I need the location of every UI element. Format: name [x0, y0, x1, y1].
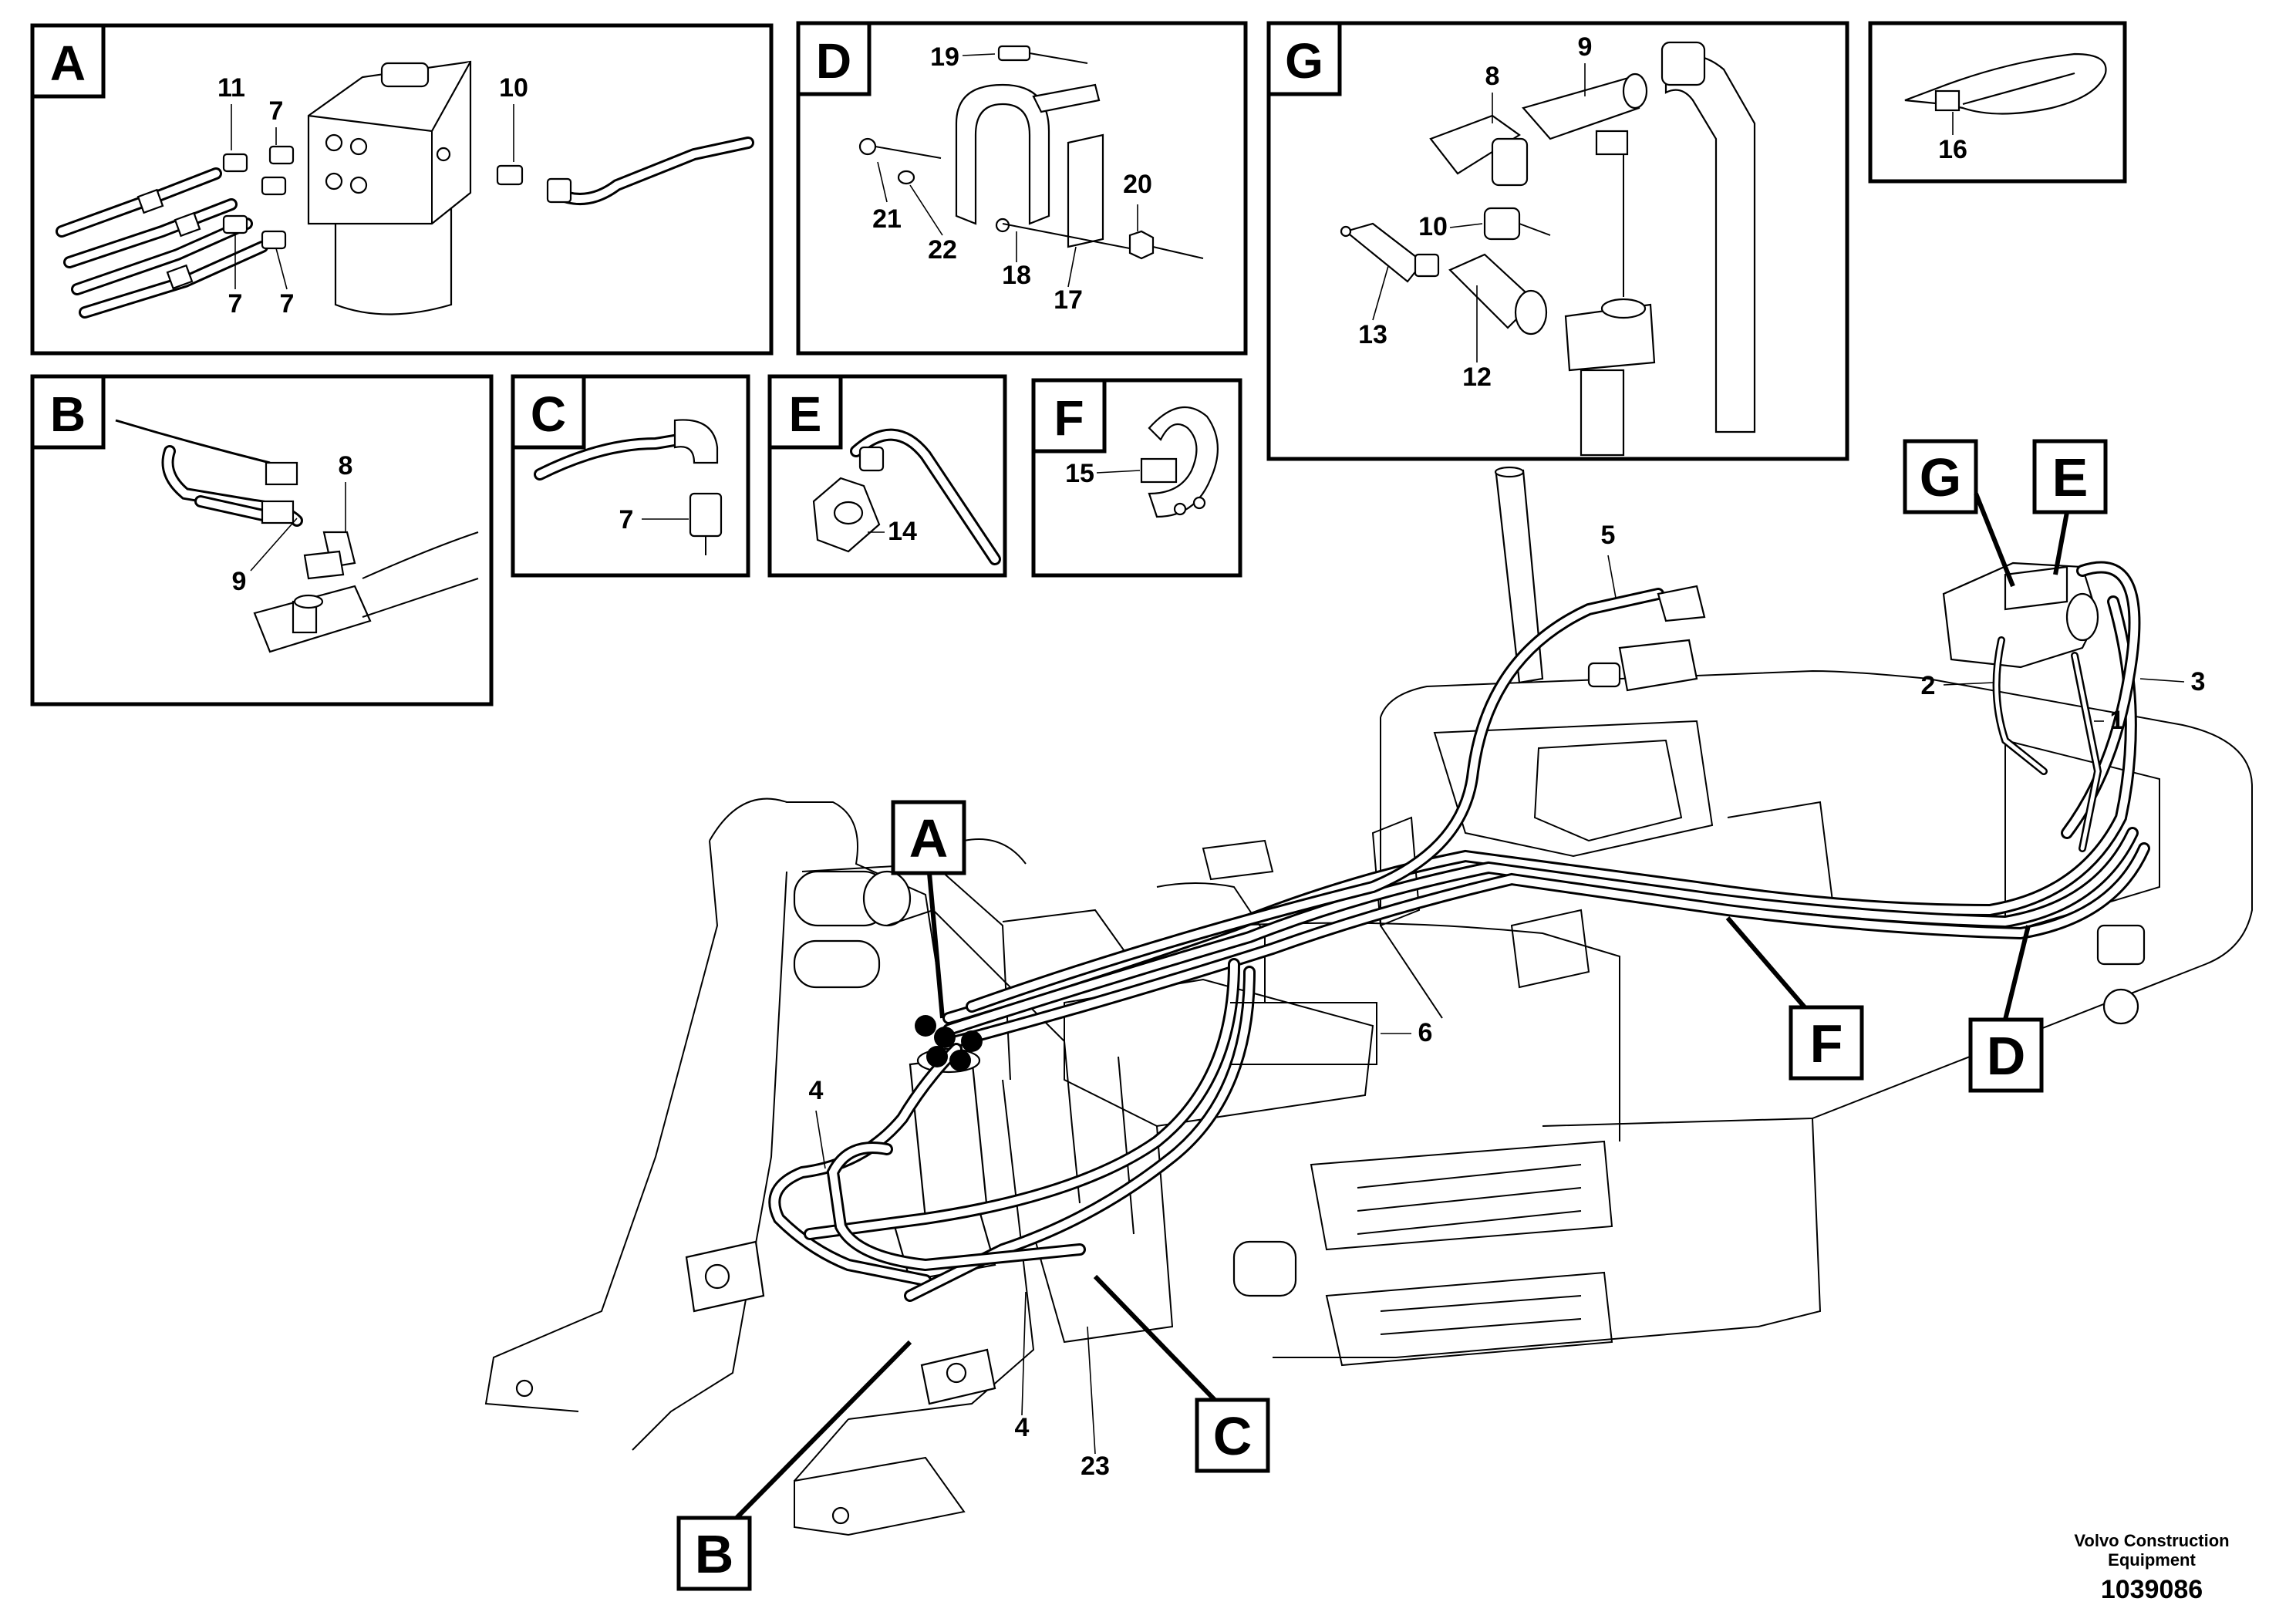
- callout-c: C: [1093, 1274, 1270, 1473]
- callout-d: D: [1968, 925, 2044, 1093]
- detail-panel-c: C 7: [511, 374, 750, 578]
- steering-valve-main: [1942, 561, 2099, 669]
- label: 8: [339, 451, 353, 481]
- label: 18: [1002, 261, 1031, 290]
- detail-panel-e: E 14: [767, 374, 1007, 578]
- label: 9: [1578, 32, 1593, 62]
- cable-tie: [1904, 52, 2107, 115]
- label: 7: [228, 289, 243, 319]
- callout-f-letter: F: [1810, 1013, 1843, 1074]
- panel-b-letter: B: [50, 386, 86, 442]
- label: 9: [232, 567, 247, 596]
- label: 23: [1081, 1452, 1110, 1481]
- panel-a-hoses: [56, 137, 754, 319]
- callout-g-letter: G: [1920, 447, 1961, 508]
- panel-e-letter: E: [789, 386, 822, 442]
- label: 14: [888, 517, 917, 546]
- panel-c-letter: C: [531, 386, 566, 442]
- label: 3: [2191, 667, 2206, 696]
- callout-a-letter: A: [909, 808, 949, 868]
- label: 4: [1015, 1413, 1030, 1442]
- panel-g-letter: G: [1285, 33, 1323, 89]
- callout-g: G: [1903, 439, 2015, 588]
- panel-a-letter: A: [50, 35, 86, 91]
- label: 15: [1065, 459, 1094, 488]
- label: 4: [809, 1076, 824, 1105]
- label: 16: [1938, 135, 1967, 164]
- callout-b-letter: B: [695, 1524, 734, 1584]
- callout-e-letter: E: [2052, 447, 2089, 508]
- label: 12: [1462, 363, 1492, 392]
- callout-e: E: [2032, 439, 2108, 575]
- label: 22: [928, 235, 957, 265]
- label: 21: [872, 204, 902, 234]
- panel-e-parts: [812, 428, 1001, 565]
- panel-g-labels: 8 9 10 13 12: [1358, 32, 1592, 392]
- clamp-assembly: [858, 45, 1204, 260]
- panel-b-parts: [115, 419, 479, 653]
- callout-f: F: [1725, 916, 1864, 1081]
- callout-b: B: [676, 1340, 912, 1591]
- label: 7: [280, 289, 295, 319]
- detail-panel-d: D 19 20 21 22 18 17: [796, 21, 1248, 356]
- label: 2: [1921, 671, 1936, 700]
- panel-a-labels: 11 7 10 7 7: [217, 73, 528, 319]
- panel-d-labels: 19 20 21 22 18 17: [872, 42, 1152, 315]
- panel-f-parts: [1140, 406, 1219, 518]
- callout-d-letter: D: [1987, 1026, 2026, 1086]
- label: 11: [217, 73, 245, 103]
- label: 17: [1054, 285, 1083, 315]
- company-name-line1: Volvo Construction: [2074, 1531, 2229, 1550]
- detail-panel-b: B 8 9: [30, 374, 494, 706]
- label: 1: [2110, 706, 2125, 735]
- label: 8: [1485, 62, 1500, 91]
- panel-c-parts: [534, 419, 723, 555]
- main-hoses: [768, 561, 2150, 1302]
- company-name-line2: Equipment: [2108, 1550, 2196, 1570]
- label: 10: [499, 73, 528, 103]
- main-labels: 5 2 3 1 6 4 4 23: [809, 521, 2206, 1481]
- label: 5: [1601, 521, 1616, 550]
- label: 6: [1418, 1018, 1433, 1047]
- drawing-number: 1039086: [2101, 1575, 2203, 1604]
- drawing-footer: Volvo Construction Equipment 1039086: [2074, 1531, 2229, 1604]
- detail-panel-a: A: [30, 23, 774, 356]
- detail-panel-g: G 8: [1266, 21, 1849, 461]
- panel-f-letter: F: [1054, 390, 1084, 446]
- detail-panel-f: F 15: [1031, 378, 1242, 578]
- label: 7: [269, 96, 284, 126]
- steering-valve: [307, 60, 472, 315]
- detail-panel-cable-tie: 16: [1868, 21, 2127, 184]
- label: 7: [619, 505, 634, 534]
- callout-a: A: [891, 800, 966, 1019]
- callout-c-letter: C: [1213, 1406, 1253, 1466]
- panel-g-parts: [1340, 41, 1756, 457]
- label: 13: [1358, 320, 1387, 349]
- main-assembly: 5 2 3 1 6 4 4 23 A B: [484, 439, 2253, 1591]
- label: 19: [930, 42, 959, 72]
- label: 20: [1123, 170, 1152, 199]
- panel-d-letter: D: [816, 33, 851, 89]
- label: 10: [1418, 212, 1448, 241]
